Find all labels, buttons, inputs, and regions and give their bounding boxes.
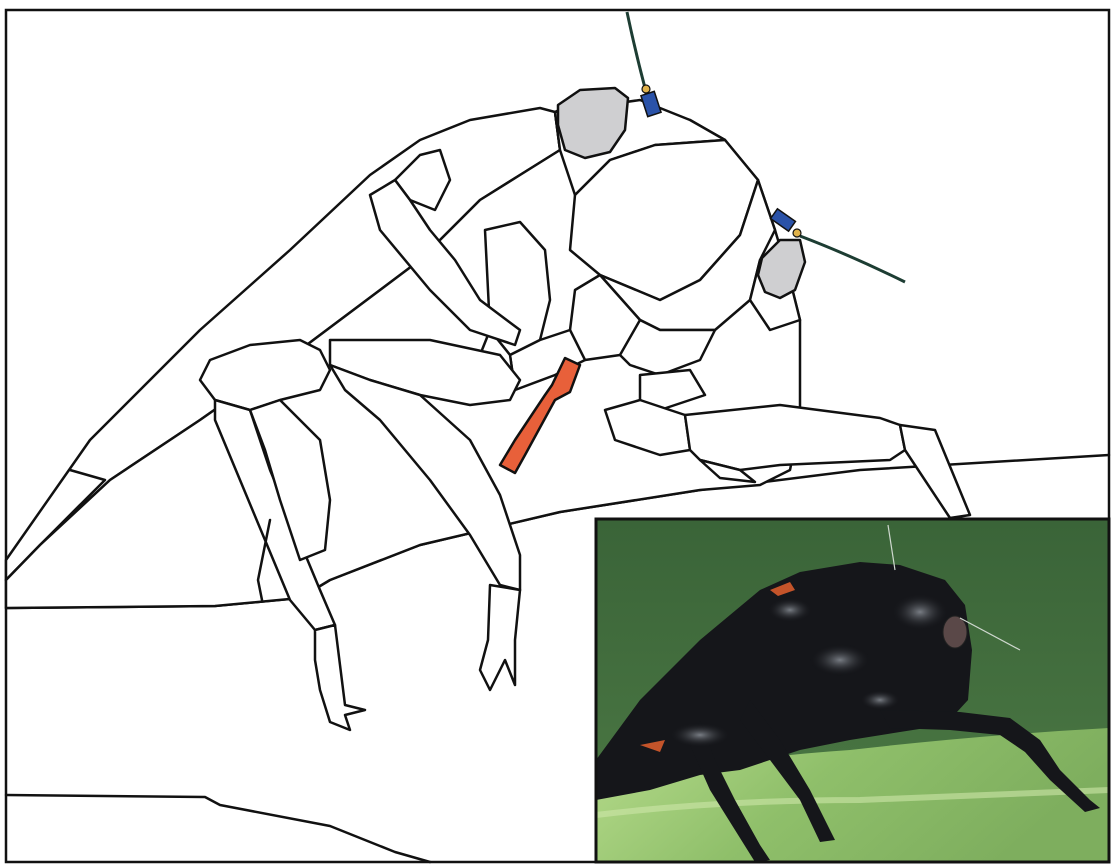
antenna-near-pedicel xyxy=(642,85,650,93)
antenna-far-pedicel xyxy=(793,229,801,237)
photograph-inset xyxy=(596,519,1109,862)
photo-insect-eye xyxy=(943,616,967,648)
